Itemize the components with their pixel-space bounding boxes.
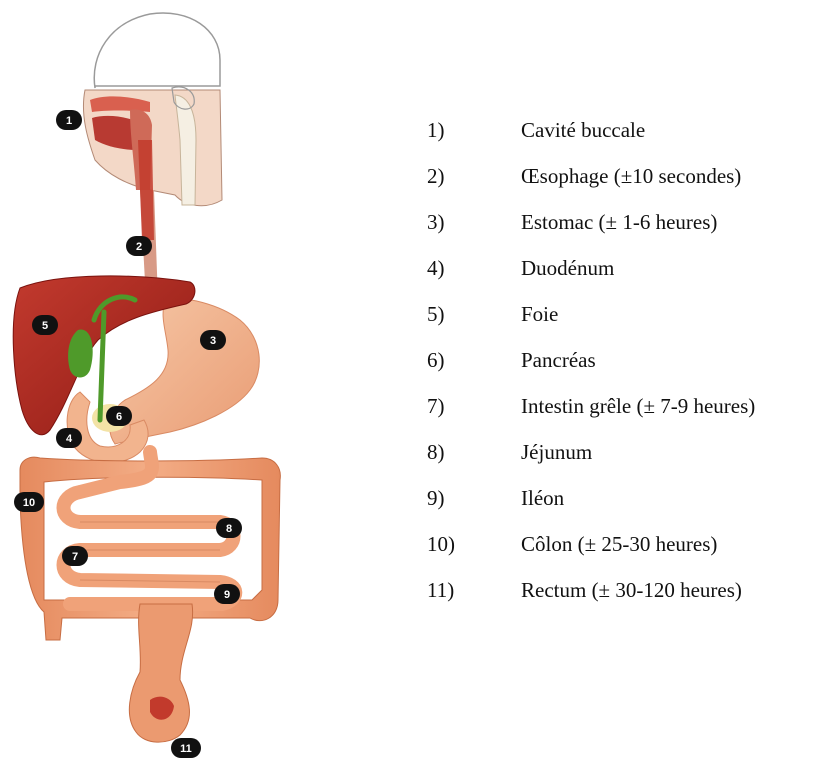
legend-item-pancreas: 6) Pancréas [0,346,819,374]
legend-label: Iléon [521,484,564,512]
legend-label: Cavité buccale [521,116,645,144]
legend-number: 7) [427,392,445,420]
legend-label: Rectum (± 30-120 heures) [521,576,742,604]
legend-item-rectum: 11) Rectum (± 30-120 heures) [0,576,819,604]
legend-number: 2) [427,162,445,190]
legend-label: Pancréas [521,346,596,374]
legend-number: 6) [427,346,445,374]
legend-item-oesophage: 2) Œsophage (±10 secondes) [0,162,819,190]
legend-number: 1) [427,116,445,144]
legend-number: 11) [427,576,454,604]
legend-label: Côlon (± 25-30 heures) [521,530,717,558]
legend-number: 4) [427,254,445,282]
legend-item-estomac: 3) Estomac (± 1-6 heures) [0,208,819,236]
legend-number: 5) [427,300,445,328]
legend-number: 10) [427,530,455,558]
legend-label: Estomac (± 1-6 heures) [521,208,717,236]
legend-number: 9) [427,484,445,512]
legend-number: 3) [427,208,445,236]
legend-item-cavite-buccale: 1) Cavité buccale [0,116,819,144]
legend-item-intestin-grele: 7) Intestin grêle (± 7-9 heures) [0,392,819,420]
legend-item-duodenum: 4) Duodénum [0,254,819,282]
legend-item-jejunum: 8) Jéjunum [0,438,819,466]
legend-number: 8) [427,438,445,466]
legend-label: Œsophage (±10 secondes) [521,162,741,190]
legend-label: Duodénum [521,254,614,282]
legend-label: Foie [521,300,558,328]
legend-label: Jéjunum [521,438,592,466]
legend-label: Intestin grêle (± 7-9 heures) [521,392,755,420]
legend-item-ileon: 9) Iléon [0,484,819,512]
legend-item-colon: 10) Côlon (± 25-30 heures) [0,530,819,558]
legend-item-foie: 5) Foie [0,300,819,328]
